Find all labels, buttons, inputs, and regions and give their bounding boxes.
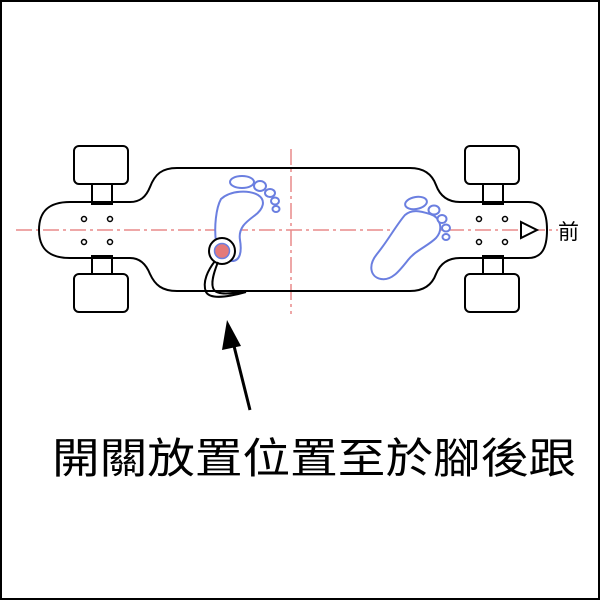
- switch-cable: [203, 260, 247, 298]
- front-bottom-wheel: [464, 273, 520, 313]
- direction-label: 前: [558, 220, 579, 244]
- rear-bottom-wheel: [73, 273, 129, 313]
- front-top-wheel: [464, 145, 520, 185]
- pointer-arrow-icon: [222, 320, 252, 411]
- front-foot-icon: [370, 195, 451, 281]
- switch-button-icon: [203, 237, 247, 298]
- rear-mounting-holes: [80, 215, 114, 246]
- front-mounting-holes: [475, 215, 509, 246]
- caption-text: 開關放置位置至於腳後跟: [52, 434, 576, 483]
- triangle-right-icon: [520, 220, 540, 240]
- skateboard-deck: [37, 167, 549, 292]
- rear-top-wheel: [73, 145, 129, 185]
